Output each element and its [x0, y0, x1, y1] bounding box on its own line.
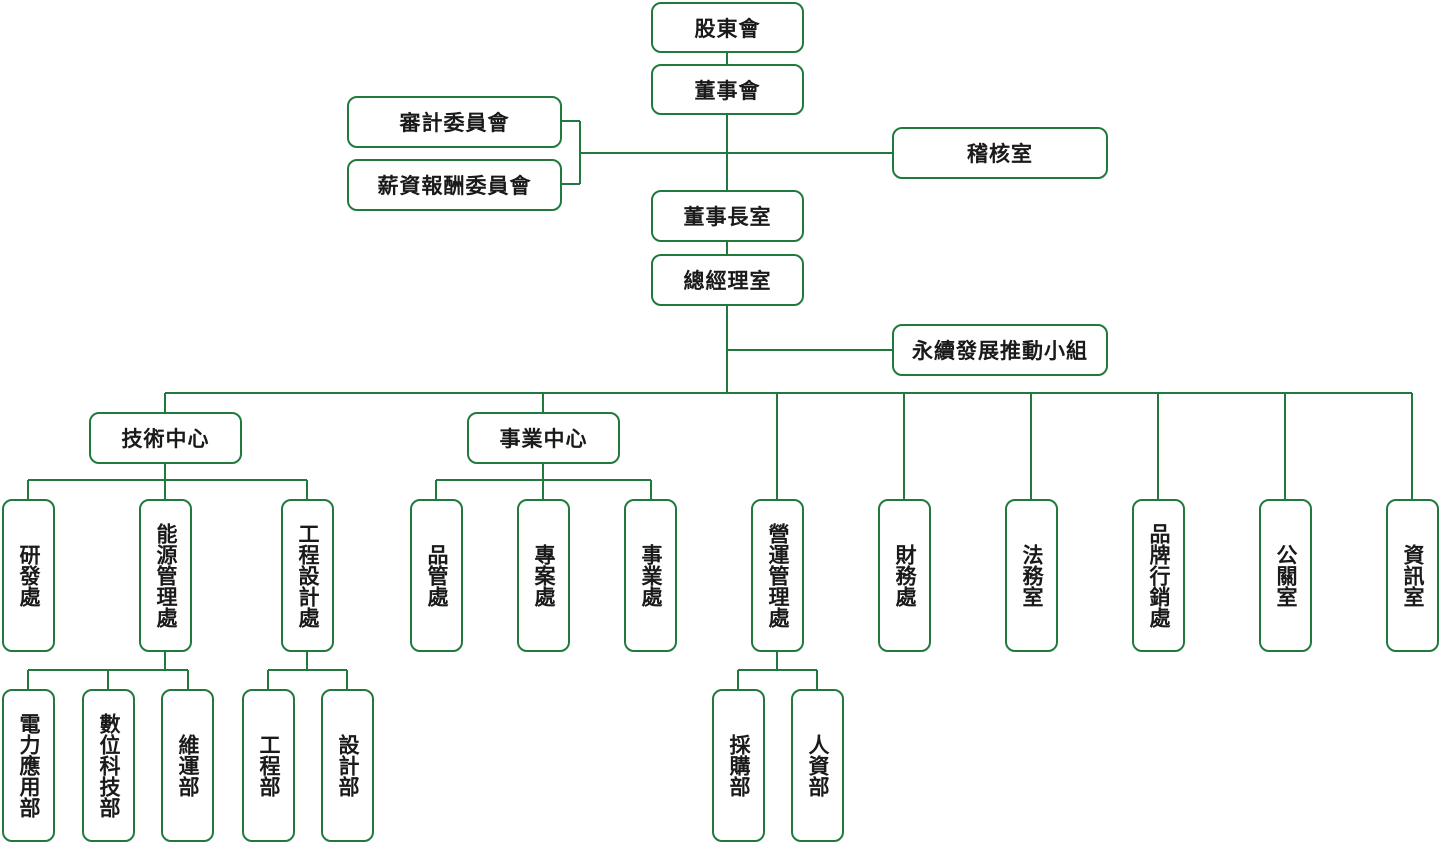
procurement-dept-box: 採購部: [712, 689, 765, 842]
business-division-box: 事業處: [624, 499, 677, 652]
rnd-division-box: 研發處: [2, 499, 55, 652]
engineering-dept-box: 工程部: [242, 689, 295, 842]
chairman-office-box: 董事長室: [651, 190, 804, 242]
remuneration-committee-box: 薪資報酬委員會: [347, 159, 562, 211]
president-office-box: 總經理室: [651, 254, 804, 306]
tech-center-box: 技術中心: [89, 412, 242, 464]
operations-division-box: 營運管理處: [751, 499, 804, 652]
it-office-box: 資訊室: [1386, 499, 1439, 652]
digital-tech-dept-box: 數位科技部: [82, 689, 135, 842]
branding-division-box: 品牌行銷處: [1132, 499, 1185, 652]
sustainability-group-box: 永續發展推動小組: [892, 324, 1108, 376]
power-application-dept-box: 電力應用部: [2, 689, 55, 842]
quality-division-box: 品管處: [410, 499, 463, 652]
engineering-design-division-box: 工程設計處: [281, 499, 334, 652]
energy-mgmt-division-box: 能源管理處: [139, 499, 192, 652]
business-center-box: 事業中心: [467, 412, 620, 464]
board-box: 董事會: [651, 64, 804, 115]
legal-office-box: 法務室: [1005, 499, 1058, 652]
design-dept-box: 設計部: [321, 689, 374, 842]
audit-committee-box: 審計委員會: [347, 96, 562, 148]
pr-office-box: 公關室: [1259, 499, 1312, 652]
internal-audit-box: 稽核室: [892, 127, 1108, 179]
shareholders-box: 股東會: [651, 2, 804, 53]
project-division-box: 專案處: [517, 499, 570, 652]
finance-division-box: 財務處: [878, 499, 931, 652]
hr-dept-box: 人資部: [791, 689, 844, 842]
maintenance-dept-box: 維運部: [161, 689, 214, 842]
